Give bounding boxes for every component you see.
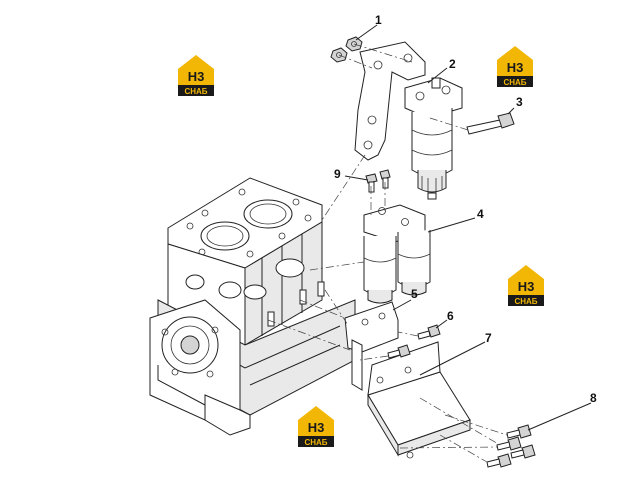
callout-8: 8 [590, 391, 597, 405]
svg-text:H3: H3 [507, 60, 524, 75]
assembly-center-lines [267, 43, 508, 463]
callout-5: 5 [411, 287, 418, 301]
leader-lines [344, 24, 592, 431]
fuel-filter-double-part-4 [363, 204, 431, 304]
engine-block [149, 177, 356, 436]
svg-text:H3: H3 [188, 69, 205, 84]
callout-7: 7 [485, 331, 492, 345]
svg-text:H3: H3 [308, 420, 325, 435]
svg-text:CHAБ: CHAБ [304, 438, 327, 447]
watermark-logo: H3 CHAБ [508, 265, 544, 306]
bolt-part-3 [466, 112, 515, 135]
watermark-logo: H3 CHAБ [497, 46, 533, 87]
watermark-logo: H3 CHAБ [298, 406, 334, 447]
fuel-filter-single-part-2 [404, 77, 463, 200]
svg-text:CHAБ: CHAБ [514, 297, 537, 306]
callout-2: 2 [449, 57, 456, 71]
callout-3: 3 [516, 95, 523, 109]
bolts-part-8 [486, 424, 536, 468]
guard-tray-part-7 [367, 341, 471, 459]
bolt-part-6 [417, 324, 441, 340]
bolt-lower [387, 344, 411, 359]
bolt-part-9 [365, 169, 391, 193]
callout-1: 1 [375, 13, 382, 27]
callout-4: 4 [477, 207, 484, 221]
svg-text:CHAБ: CHAБ [503, 78, 526, 87]
watermark-logo: H3 CHAБ [178, 55, 214, 96]
svg-text:H3: H3 [518, 279, 535, 294]
svg-text:CHAБ: CHAБ [184, 87, 207, 96]
callout-6: 6 [447, 309, 454, 323]
mounting-bracket-part-5 [344, 301, 399, 391]
callout-9: 9 [334, 167, 341, 181]
upper-filter-bracket [354, 41, 426, 161]
nut-part-1 [330, 36, 363, 63]
